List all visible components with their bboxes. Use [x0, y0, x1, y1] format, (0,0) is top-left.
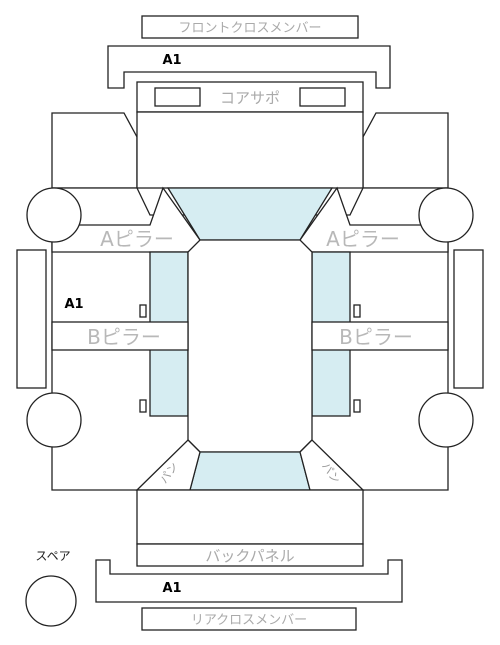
right-rocker-panel: [453, 249, 484, 389]
trunk: [136, 489, 364, 545]
left-rear-wheel: [26, 392, 82, 448]
right-b-pillar: [311, 321, 449, 351]
left-rocker-panel: [16, 249, 47, 389]
left-front-door-handle: [139, 304, 147, 318]
engine-bay: [136, 111, 364, 189]
front-cross-member-label: フロントクロスメンバー: [178, 21, 321, 36]
left-front-wheel: [26, 187, 82, 243]
left-rear-door-handle: [139, 399, 147, 413]
rear-window: [189, 451, 311, 491]
left-b-pillar: [51, 321, 189, 351]
left-a-pillar-label: Aピラー: [100, 227, 174, 251]
right-front-fender: [362, 112, 449, 189]
spare-label: スペア: [35, 549, 70, 563]
rear-cross-member-label: リアクロスメンバー: [191, 613, 307, 628]
rear-bumper-frame: [95, 559, 403, 603]
rear-cross-member-box: [141, 607, 357, 631]
rear-grade-label: A1: [162, 581, 181, 596]
right-front-wheel: [418, 187, 474, 243]
left-front-fender: [51, 112, 138, 189]
right-rear-wheel: [418, 392, 474, 448]
back-panel-box: [136, 543, 364, 567]
front-bumper-frame: [107, 45, 391, 89]
right-a-pillar-label: Aピラー: [326, 227, 400, 251]
front-cross-member-box: [141, 15, 359, 39]
left-side-grade-label: A1: [64, 297, 83, 312]
core-support-right-slot: [299, 87, 346, 107]
right-rear-door-handle: [353, 399, 361, 413]
roof: [187, 239, 313, 453]
back-panel-label: バックパネル: [205, 547, 294, 565]
left-b-pillar-label: Bピラー: [87, 325, 161, 349]
front-grade-label: A1: [162, 53, 181, 68]
core-support-left-slot: [154, 87, 201, 107]
spare-tire: [25, 575, 77, 627]
right-b-pillar-label: Bピラー: [339, 325, 413, 349]
right-front-door-handle: [353, 304, 361, 318]
core-support-label: コアサポ: [220, 89, 280, 107]
